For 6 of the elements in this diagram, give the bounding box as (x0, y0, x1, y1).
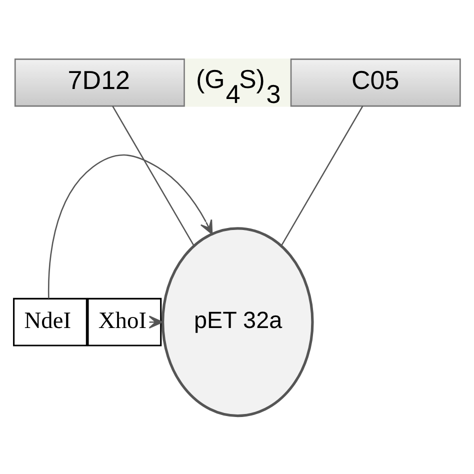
node-box: NdeI (13, 297, 88, 346)
node-box: 7D12 (14, 58, 185, 106)
node-box: C05 (290, 58, 461, 106)
connector (112, 105, 195, 246)
connector (280, 105, 364, 246)
arrow (48, 154, 213, 298)
